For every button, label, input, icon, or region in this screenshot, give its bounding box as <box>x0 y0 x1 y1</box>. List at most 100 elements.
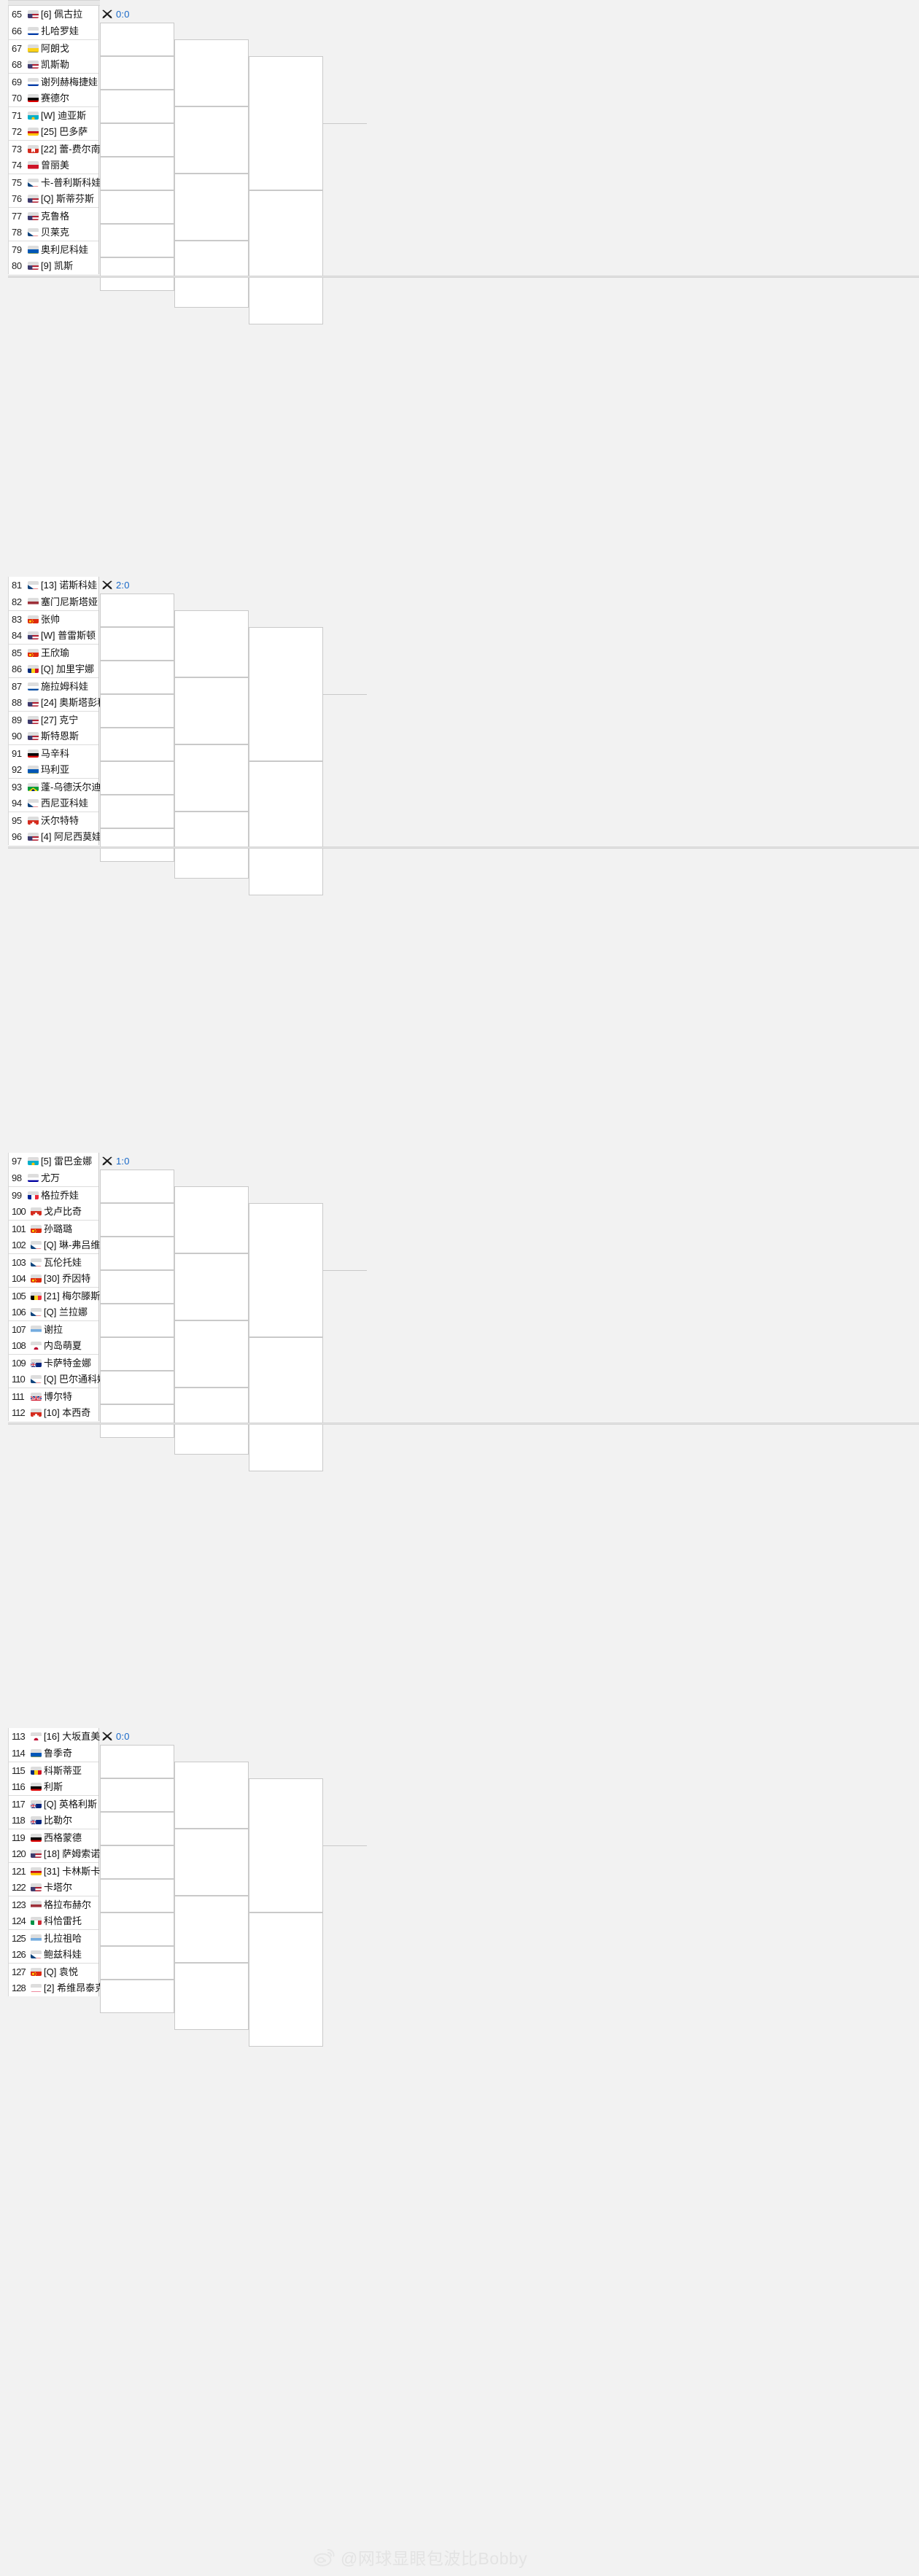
round2-bracket-box <box>100 1912 174 1946</box>
player-row[interactable]: 105[21] 梅尔滕斯 <box>9 1287 101 1304</box>
player-row[interactable]: 89[27] 克宁 <box>9 711 98 728</box>
round5-connector-line <box>323 123 367 124</box>
round3-bracket-box <box>174 610 249 677</box>
player-row[interactable]: 86[Q] 加里宇娜 <box>9 661 98 677</box>
player-seed-number: 120 <box>12 1848 26 1859</box>
round3-bracket-box <box>174 39 249 106</box>
player-row[interactable]: 76[Q] 斯蒂芬斯 <box>9 190 98 207</box>
player-row[interactable]: 71[W] 迪亚斯 <box>9 106 98 123</box>
player-row[interactable]: 112[10] 本西奇 <box>9 1404 98 1421</box>
flag-icon-cz <box>31 1950 42 1958</box>
player-row[interactable]: 84[W] 普雷斯顿 <box>9 627 98 644</box>
player-name: [30] 乔因特 <box>44 1273 91 1284</box>
player-row[interactable]: 80[9] 凯斯 <box>9 257 98 274</box>
player-name: [21] 梅尔滕斯 <box>44 1291 101 1301</box>
player-seed-number: 109 <box>12 1358 26 1369</box>
round4-bracket-box <box>249 627 323 761</box>
round2-match[interactable]: 0:0 <box>100 6 174 23</box>
player-row[interactable]: 102[Q] 琳-弗吕维尔托娃 <box>9 1237 128 1253</box>
round2-match[interactable]: 2:0 <box>100 577 174 594</box>
player-row[interactable]: 97[5] 雷巴金娜 <box>9 1153 98 1170</box>
round2-match[interactable]: 0:0 <box>100 1728 174 1745</box>
player-row[interactable]: 81[13] 诺斯科娃 <box>9 577 98 594</box>
round2-match[interactable]: 1:0 <box>100 1153 174 1170</box>
player-row[interactable]: 121[31] 卡林斯卡娅 <box>9 1862 109 1879</box>
player-row[interactable]: 88[24] 奥斯塔彭科 <box>9 694 106 711</box>
flag-icon-ro <box>28 665 39 673</box>
player-seed-number: 97 <box>12 1156 22 1167</box>
player-seed-number: 90 <box>12 731 22 742</box>
round2-bracket-box <box>100 1237 174 1270</box>
player-row[interactable]: 73[22] 蕾-费尔南德斯 <box>9 140 120 157</box>
player-row[interactable]: 96[4] 阿尼西莫娃 <box>9 828 101 845</box>
flag-icon-au <box>31 1359 42 1367</box>
player-row[interactable]: 117[Q] 英格利斯 <box>9 1795 98 1812</box>
player-name: [16] 大坂直美 <box>44 1731 101 1742</box>
player-row[interactable]: 120[18] 萨姆索诺娃 <box>9 1845 109 1862</box>
flag-icon-cz <box>31 1308 42 1316</box>
player-name: 玛利亚 <box>41 764 70 775</box>
player-seed-number: 78 <box>12 227 22 238</box>
player-name: [2] 希维昂泰克 <box>44 1982 105 1993</box>
player-row[interactable]: 72[25] 巴多萨 <box>9 123 98 140</box>
player-row[interactable]: 113[16] 大坂直美 <box>9 1728 101 1745</box>
player-name: [6] 佩古拉 <box>41 9 83 20</box>
player-name: 西格蒙德 <box>44 1832 82 1843</box>
flag-icon-de <box>28 94 39 102</box>
player-row[interactable]: 109 卡萨特金娜 <box>9 1354 98 1371</box>
player-row[interactable]: 65[6] 佩古拉 <box>9 6 98 23</box>
round4-bracket-box <box>249 1337 323 1471</box>
player-name: [27] 克宁 <box>41 715 79 725</box>
round2-bracket-box <box>100 1203 174 1237</box>
player-row[interactable]: 128[2] 希维昂泰克 <box>9 1980 104 1996</box>
player-row[interactable]: 104[30] 乔因特 <box>9 1270 98 1287</box>
flag-icon-ch <box>31 1207 42 1215</box>
player-row[interactable]: 127[Q] 袁悦 <box>9 1963 98 1980</box>
player-name: 卡萨特金娜 <box>44 1358 92 1369</box>
left-rail <box>0 0 8 2576</box>
round2-bracket-box <box>100 1980 174 2013</box>
player-row[interactable]: 106[Q] 兰拉娜 <box>9 1304 98 1320</box>
player-row[interactable]: 110[Q] 巴尔通科娃 <box>9 1371 106 1388</box>
player-seed-number: 91 <box>12 748 22 759</box>
